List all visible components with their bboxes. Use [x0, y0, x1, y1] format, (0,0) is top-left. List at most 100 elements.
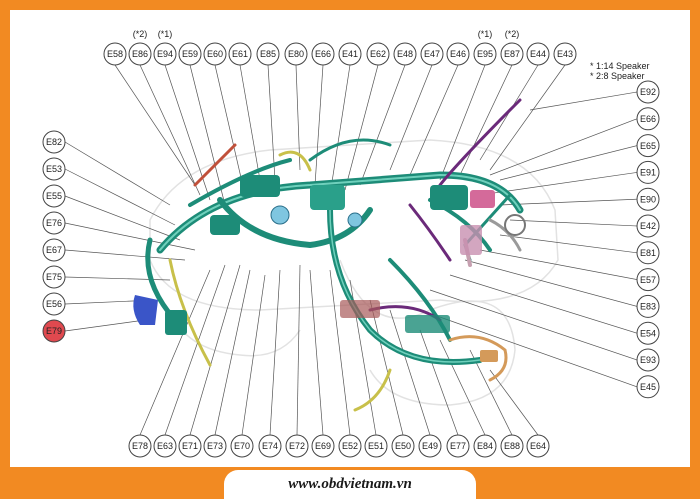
connector-e56-circle	[42, 292, 66, 316]
connector-e50-circle	[391, 434, 415, 458]
connector-e41-label: E41	[342, 49, 358, 59]
leader-line	[499, 145, 638, 181]
leader-line	[369, 299, 404, 436]
connector-e91-right-label: E91	[640, 168, 656, 178]
connector-e77-label: E77	[450, 441, 466, 451]
connector-e78-label: E78	[132, 441, 148, 451]
connector-e44-label: E44	[530, 49, 546, 59]
connector-e42-right-label: E42	[640, 221, 656, 231]
connector-e69-label: E69	[315, 441, 331, 451]
connector-e70-label: E70	[234, 441, 250, 451]
connector-e92-right-circle	[636, 80, 660, 104]
leader-line	[269, 269, 281, 436]
connector-e44-circle	[526, 42, 550, 66]
connector-e47-circle	[420, 42, 444, 66]
components	[133, 175, 526, 362]
connector-e60-circle	[203, 42, 227, 66]
leader-line	[509, 219, 638, 227]
leader-line	[359, 64, 406, 186]
connector-note-e86: (*2)	[133, 29, 148, 39]
connector-e48-circle	[393, 42, 417, 66]
connector-e42-right-circle	[636, 214, 660, 238]
leader-line	[296, 264, 301, 436]
connector-e75-circle	[42, 265, 66, 289]
connector-e76-circle	[42, 211, 66, 235]
connector-e94-label: E94	[157, 49, 173, 59]
connector-e43-circle	[553, 42, 577, 66]
leader-line	[139, 64, 201, 196]
connector-e63-label: E63	[157, 441, 173, 451]
leader-line	[419, 329, 459, 436]
connector-note-e87: (*2)	[505, 29, 520, 39]
connector-e71-circle	[178, 434, 202, 458]
connector-e73-label: E73	[207, 441, 223, 451]
leader-line	[214, 64, 246, 196]
connector-e78-circle	[128, 434, 152, 458]
leader-line	[64, 319, 146, 332]
leader-line	[459, 64, 513, 176]
connector-note-e94: (*1)	[158, 29, 173, 39]
leader-line	[329, 269, 351, 436]
leader-lines	[64, 64, 638, 436]
connector-e75-label: E75	[46, 272, 62, 282]
leader-line	[309, 269, 324, 436]
leader-line	[139, 269, 211, 436]
connector-e72-label: E72	[289, 441, 305, 451]
connector-e61-circle	[228, 42, 252, 66]
connector-e45-right-circle	[636, 375, 660, 399]
connector-e87-circle	[500, 42, 524, 66]
connector-e93-right-circle	[636, 348, 660, 372]
leader-line	[329, 64, 351, 196]
leader-line	[64, 141, 171, 206]
connector-e95-label: E95	[477, 49, 493, 59]
connector-e51-circle	[364, 434, 388, 458]
connector-e81-right-label: E81	[640, 248, 656, 258]
connector-e66-label: E66	[315, 49, 331, 59]
connector-e41-circle	[338, 42, 362, 66]
leader-line	[389, 64, 433, 171]
connector-note-e95: (*1)	[478, 29, 493, 39]
connector-e66-right-circle	[636, 107, 660, 131]
connector-e69-circle	[311, 434, 335, 458]
leader-line	[267, 64, 276, 181]
leader-line	[64, 276, 171, 281]
connector-e64-circle	[526, 434, 550, 458]
connector-e91-right-circle	[636, 160, 660, 184]
connector-e53-circle	[42, 157, 66, 181]
connector-e76-label: E76	[46, 218, 62, 228]
connector-e88-circle	[500, 434, 524, 458]
connector-e81-right-circle	[636, 241, 660, 265]
connector-e60-label: E60	[207, 49, 223, 59]
leader-line	[164, 264, 226, 436]
connector-e61-label: E61	[232, 49, 248, 59]
connector-e55-circle	[42, 184, 66, 208]
leader-line	[64, 222, 196, 251]
connector-e84-circle	[473, 434, 497, 458]
connector-e67-circle	[42, 238, 66, 262]
connector-e82-label: E82	[46, 137, 62, 147]
connector-e52-circle	[338, 434, 362, 458]
leader-line	[295, 64, 301, 171]
connector-e86-label: E86	[132, 49, 148, 59]
connector-e57-right-label: E57	[640, 275, 656, 285]
leader-line	[439, 64, 486, 181]
connector-e67-label: E67	[46, 245, 62, 255]
connector-e71-label: E71	[182, 441, 198, 451]
connector-e53-label: E53	[46, 164, 62, 174]
leader-line	[241, 274, 266, 436]
leader-line	[439, 339, 486, 436]
connector-e62-circle	[366, 42, 390, 66]
connector-e54-right-circle	[636, 321, 660, 345]
connector-e62-label: E62	[370, 49, 386, 59]
leader-line	[344, 64, 379, 191]
leader-line	[189, 264, 241, 436]
connector-e70-circle	[230, 434, 254, 458]
connector-e59-circle	[178, 42, 202, 66]
connector-e80-circle	[284, 42, 308, 66]
connector-e54-right-label: E54	[640, 328, 656, 338]
connector-e65-right-label: E65	[640, 141, 656, 151]
connector-e57-right-circle	[636, 268, 660, 292]
leader-line	[419, 309, 638, 388]
